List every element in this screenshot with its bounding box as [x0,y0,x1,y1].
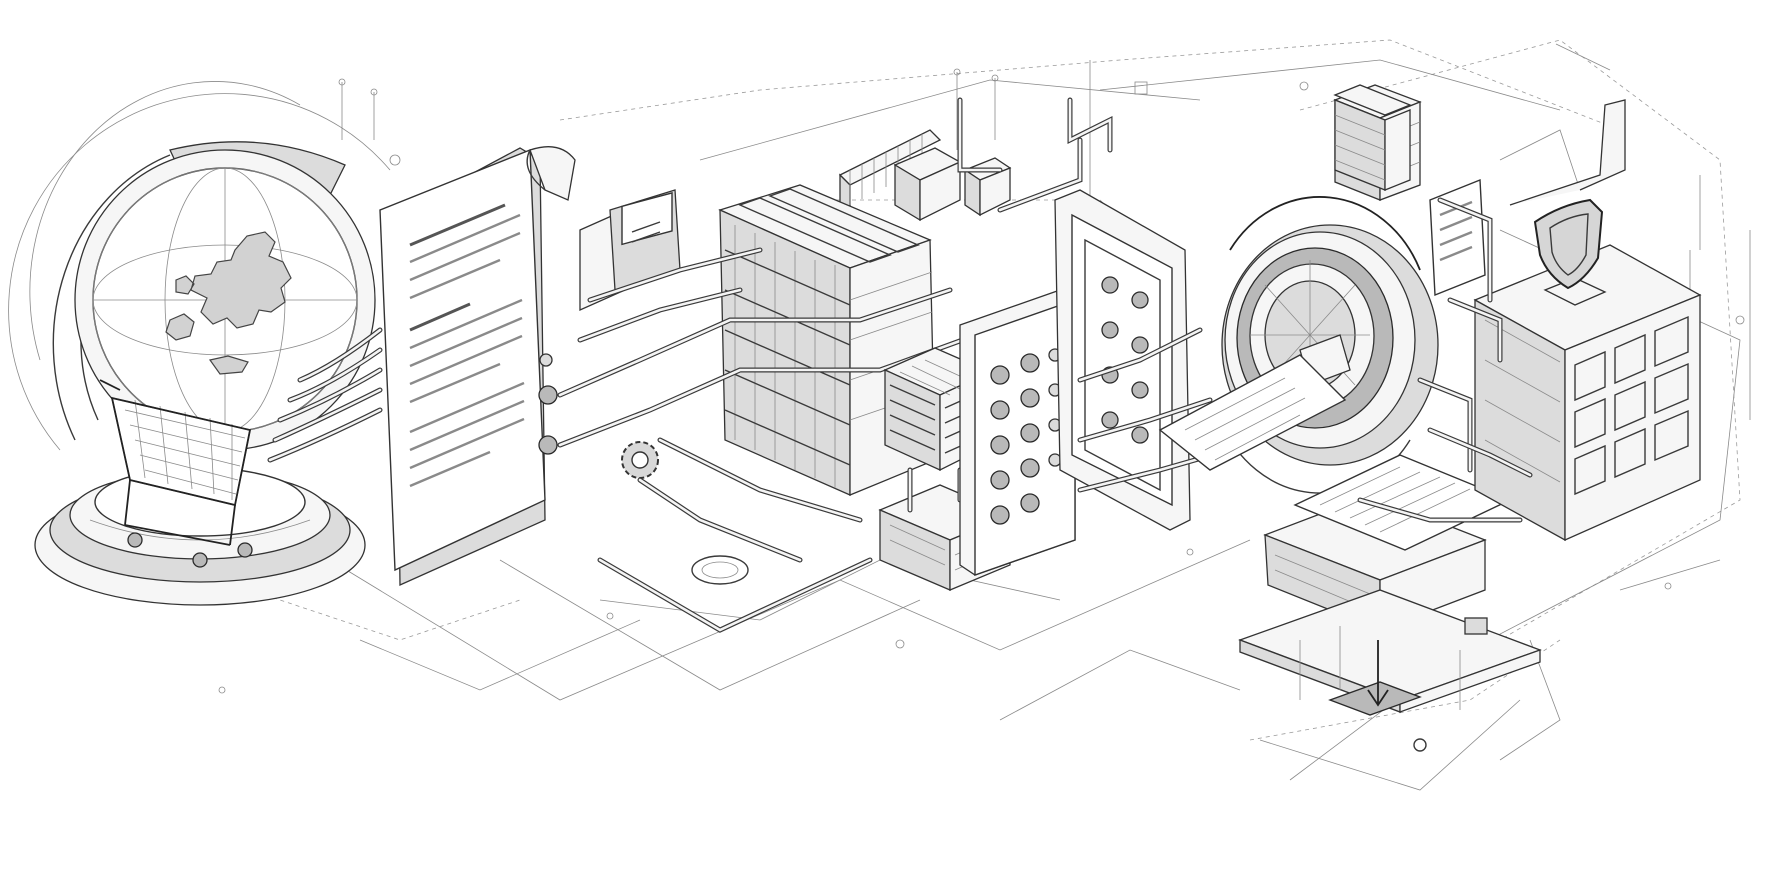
document-text-lines [409,203,525,488]
output-press-stage [1238,454,1542,752]
scanned-paper-icon [1158,354,1347,471]
storage-cabinet-stage [1333,84,1702,542]
shopping-cart-icon [99,379,253,568]
document-stage [379,146,576,586]
cabinet-drawers [1484,315,1689,496]
server-rack-stage [557,97,1113,633]
rack-top-modules [838,129,1012,227]
panel-sockets [990,348,1062,525]
socket-panel-stage [959,189,1233,576]
shield-icon [1533,198,1604,290]
globe-stage [8,81,391,606]
scanner-ring-stage [1158,84,1486,494]
scanner-ring-spokes [1250,260,1370,410]
gauge-stage [579,189,749,585]
europe-continent-icon [165,231,292,375]
stacked-trays [1333,84,1412,191]
down-arrow-icon [1367,640,1389,707]
